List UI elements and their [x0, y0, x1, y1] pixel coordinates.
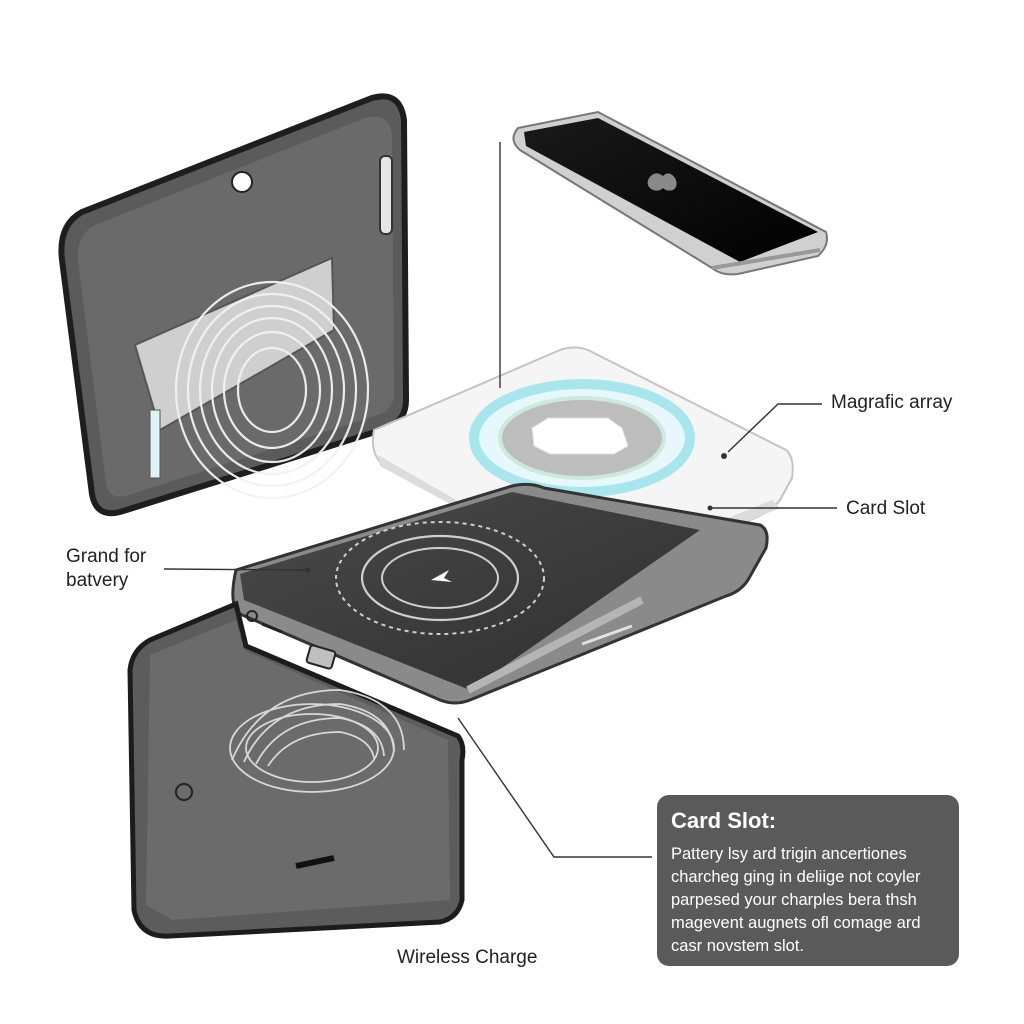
- label-battery: batvery: [66, 570, 129, 591]
- info-box-card-slot: Card Slot: Pattery lsy ard trigin ancert…: [657, 795, 959, 966]
- charge-arrow-icon: [431, 570, 452, 582]
- info-box-line: parpesed your charples bera thsh: [671, 891, 917, 909]
- back-cover: [58, 93, 410, 517]
- info-box-line: magevent augnets ofl comage ard: [671, 914, 921, 932]
- led-strip-icon: [149, 409, 161, 479]
- magnet-connector-icon: [531, 417, 629, 455]
- apple-logo-icon: [647, 173, 677, 191]
- front-cover: [127, 600, 466, 939]
- label-card-slot: Card Slot: [846, 498, 926, 519]
- power-bank: [231, 482, 769, 705]
- usb-port-icon: [305, 644, 337, 670]
- info-box-line: Pattery lsy ard trigin ancertiones: [671, 845, 907, 863]
- side-slot-icon: [379, 155, 393, 235]
- coil-rings: [174, 280, 370, 500]
- label-grand-for: Grand for: [66, 546, 147, 567]
- charging-coil: [335, 521, 545, 635]
- label-magnetic-array: Magrafic array: [831, 392, 953, 413]
- camera-hole-icon: [231, 171, 253, 193]
- coil-pattern: [229, 689, 405, 793]
- info-box-title: Card Slot:: [671, 808, 777, 833]
- info-box-line: casr novstem slot.: [671, 937, 804, 955]
- label-wireless-charge: Wireless Charge: [397, 947, 538, 968]
- leader-lines: [163, 142, 837, 858]
- info-box-line: charcheg ging in deliige not coyler: [671, 868, 921, 886]
- phone: [512, 110, 828, 276]
- camera-hole-icon: [175, 783, 193, 801]
